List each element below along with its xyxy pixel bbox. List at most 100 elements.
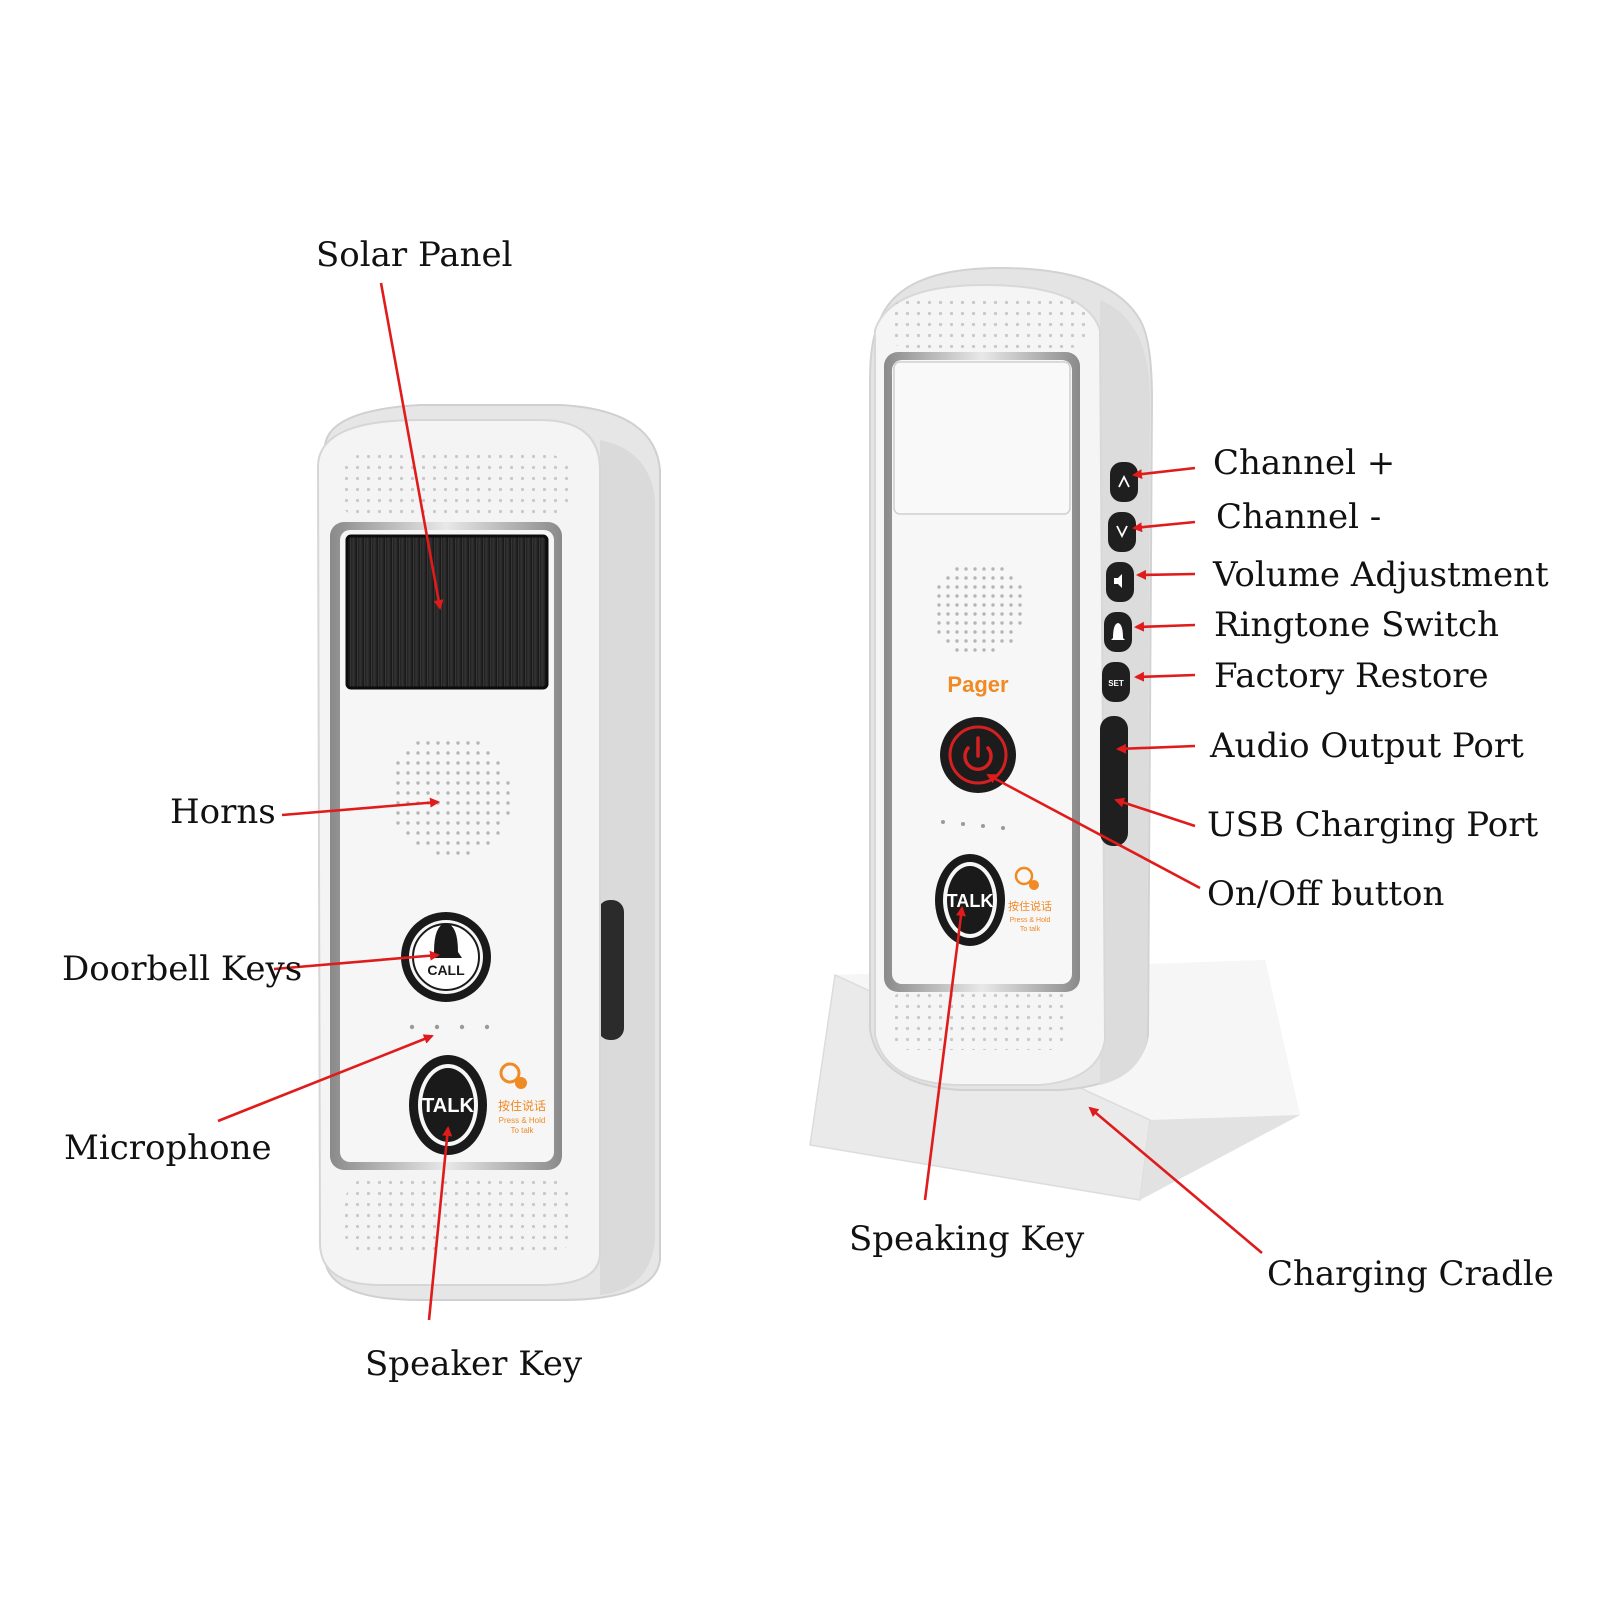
grill-hole (955, 639, 959, 643)
grill-hole (982, 621, 986, 625)
call-button[interactable]: CALL (401, 912, 491, 1002)
hint-cn-left: 按住说话 (498, 1098, 546, 1113)
grill-hole (1018, 594, 1022, 598)
grill-hole (991, 603, 995, 607)
grill-hole (964, 639, 968, 643)
power-icon (963, 736, 993, 772)
arrow-factory-restore (1134, 671, 1196, 682)
arrow-ringtone (1134, 621, 1196, 632)
grill-hole (991, 612, 995, 616)
grill-hole (396, 761, 400, 765)
grill-hole (436, 841, 440, 845)
grill-hole (466, 851, 470, 855)
hint-en-right-2: To talk (1020, 926, 1041, 933)
grill-hole (476, 831, 480, 835)
grill-hole (486, 831, 490, 835)
grill-hole (456, 841, 460, 845)
grill-hole (1000, 585, 1004, 589)
grill-hole (1009, 576, 1013, 580)
pager-display-window (893, 361, 1071, 515)
grill-hole (973, 630, 977, 634)
grill-hole (476, 781, 480, 785)
arrow-charging-cradle (1088, 1106, 1263, 1254)
grill-hole (466, 801, 470, 805)
volume-button[interactable] (1106, 562, 1134, 602)
grill-hole (466, 751, 470, 755)
grill-hole (946, 576, 950, 580)
hint-cn-right: 按住说话 (1008, 899, 1052, 913)
grill-hole (955, 621, 959, 625)
arrow-audio-output (1116, 743, 1196, 754)
grill-hole (436, 761, 440, 765)
grill-hole (1000, 576, 1004, 580)
grill-hole (426, 831, 430, 835)
touch-icon (499, 1062, 521, 1084)
grill-hole (955, 585, 959, 589)
grill-hole (436, 781, 440, 785)
grill-hole (964, 648, 968, 652)
grill-hole (955, 567, 959, 571)
grill-hole (486, 781, 490, 785)
on-off-button[interactable] (940, 717, 1016, 793)
audio-usb-port-strip (1100, 716, 1128, 846)
grill-hole (991, 576, 995, 580)
grill-hole (946, 621, 950, 625)
label-usb-charging-port: USB Charging Port (1207, 805, 1539, 845)
grill-hole (1009, 594, 1013, 598)
grill-hole (982, 648, 986, 652)
grill-hole (486, 761, 490, 765)
grill-hole (1009, 630, 1013, 634)
grill-hole (486, 791, 490, 795)
grill-hole (406, 771, 410, 775)
grill-hole (955, 576, 959, 580)
channel-up-button[interactable] (1110, 462, 1138, 502)
grill-hole (406, 811, 410, 815)
grill-hole (426, 741, 430, 745)
arrow-channel-plus (1132, 466, 1196, 480)
channel-down-button[interactable] (1108, 512, 1136, 552)
call-button-label: CALL (427, 962, 465, 978)
grill-hole (991, 621, 995, 625)
label-channel-plus: Channel + (1213, 443, 1396, 483)
talk-button-right[interactable]: TALK (935, 854, 1005, 946)
pager-bottom-grill (890, 990, 1070, 1050)
label-on-off-button: On/Off button (1207, 874, 1445, 914)
grill-hole (466, 761, 470, 765)
grill-hole (955, 594, 959, 598)
grill-hole (1000, 612, 1004, 616)
grill-hole (973, 594, 977, 598)
talk-button-left[interactable]: TALK (409, 1055, 487, 1155)
press-hold-hint-right: 按住说话 Press & Hold To talk (1008, 866, 1052, 933)
set-button[interactable]: SET (1102, 662, 1130, 702)
arrow-usb-charging (1114, 797, 1196, 828)
label-speaking-key: Speaking Key (849, 1219, 1085, 1259)
grill-hole (973, 576, 977, 580)
grill-hole (446, 821, 450, 825)
grill-hole (937, 585, 941, 589)
grill-hole (964, 612, 968, 616)
grill-hole (937, 612, 941, 616)
grill-hole (946, 585, 950, 589)
grill-hole (1000, 567, 1004, 571)
grill-hole (446, 781, 450, 785)
grill-hole (426, 751, 430, 755)
label-factory-restore: Factory Restore (1214, 656, 1489, 696)
label-ringtone-switch: Ringtone Switch (1214, 605, 1499, 645)
ringtone-button[interactable] (1104, 612, 1132, 652)
grill-hole (396, 801, 400, 805)
grill-hole (466, 831, 470, 835)
grill-hole (456, 831, 460, 835)
grill-hole (982, 639, 986, 643)
grill-hole (973, 639, 977, 643)
arrow-speaking-key (923, 906, 966, 1201)
bottom-grill-dots (345, 1178, 570, 1258)
hint-en-right-1: Press & Hold (1010, 917, 1051, 924)
grill-hole (1000, 630, 1004, 634)
talk-button-right-label: TALK (947, 891, 994, 911)
grill-hole (416, 761, 420, 765)
microphone-holes (409, 1024, 490, 1030)
grill-hole (1000, 594, 1004, 598)
grill-hole (1009, 639, 1013, 643)
pager-microphone-holes (941, 820, 1005, 830)
